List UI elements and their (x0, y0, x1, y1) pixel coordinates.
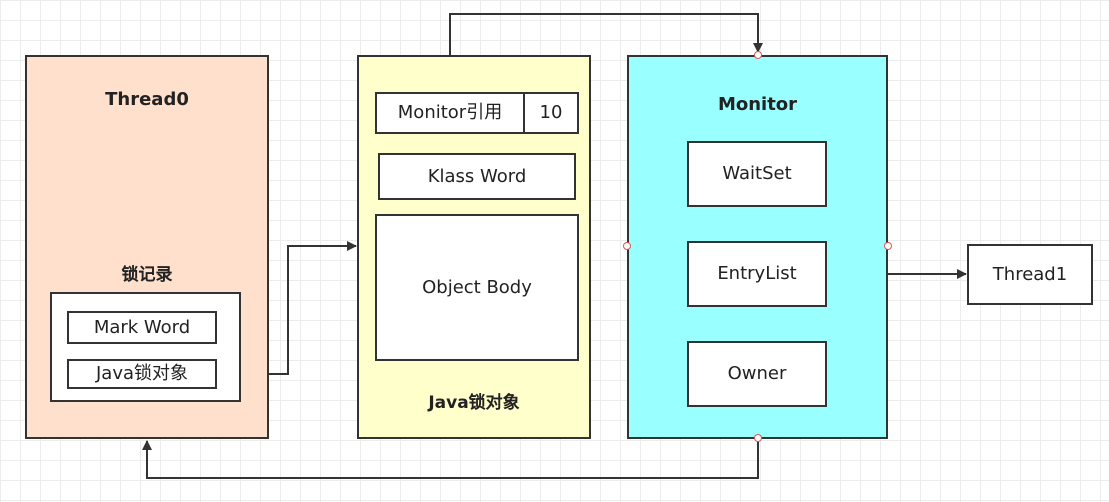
thread1-box: Thread1 (967, 244, 1093, 305)
waitset-field: WaitSet (687, 141, 827, 207)
java-lock-object-title: Java锁对象 (428, 393, 520, 413)
monitor-title: Monitor (717, 94, 798, 115)
monitor-left-anchor (623, 242, 631, 250)
mark-word-field: Mark Word (67, 311, 217, 344)
java-lock-object-ref-field: Java锁对象 (67, 359, 217, 389)
monitor-ref-value: 10 (523, 92, 579, 134)
lock-record-title: 锁记录 (121, 265, 173, 285)
thread0-title: Thread0 (105, 89, 189, 110)
monitor-top-anchor (754, 51, 762, 59)
monitor-ref-field: Monitor引用 (375, 92, 525, 134)
monitor-bottom-anchor (754, 434, 762, 442)
entrylist-field: EntryList (687, 241, 827, 307)
owner-field: Owner (687, 341, 827, 407)
monitor-right-anchor (884, 242, 892, 250)
klass-word-field: Klass Word (378, 153, 576, 200)
object-body-field: Object Body (375, 214, 579, 361)
